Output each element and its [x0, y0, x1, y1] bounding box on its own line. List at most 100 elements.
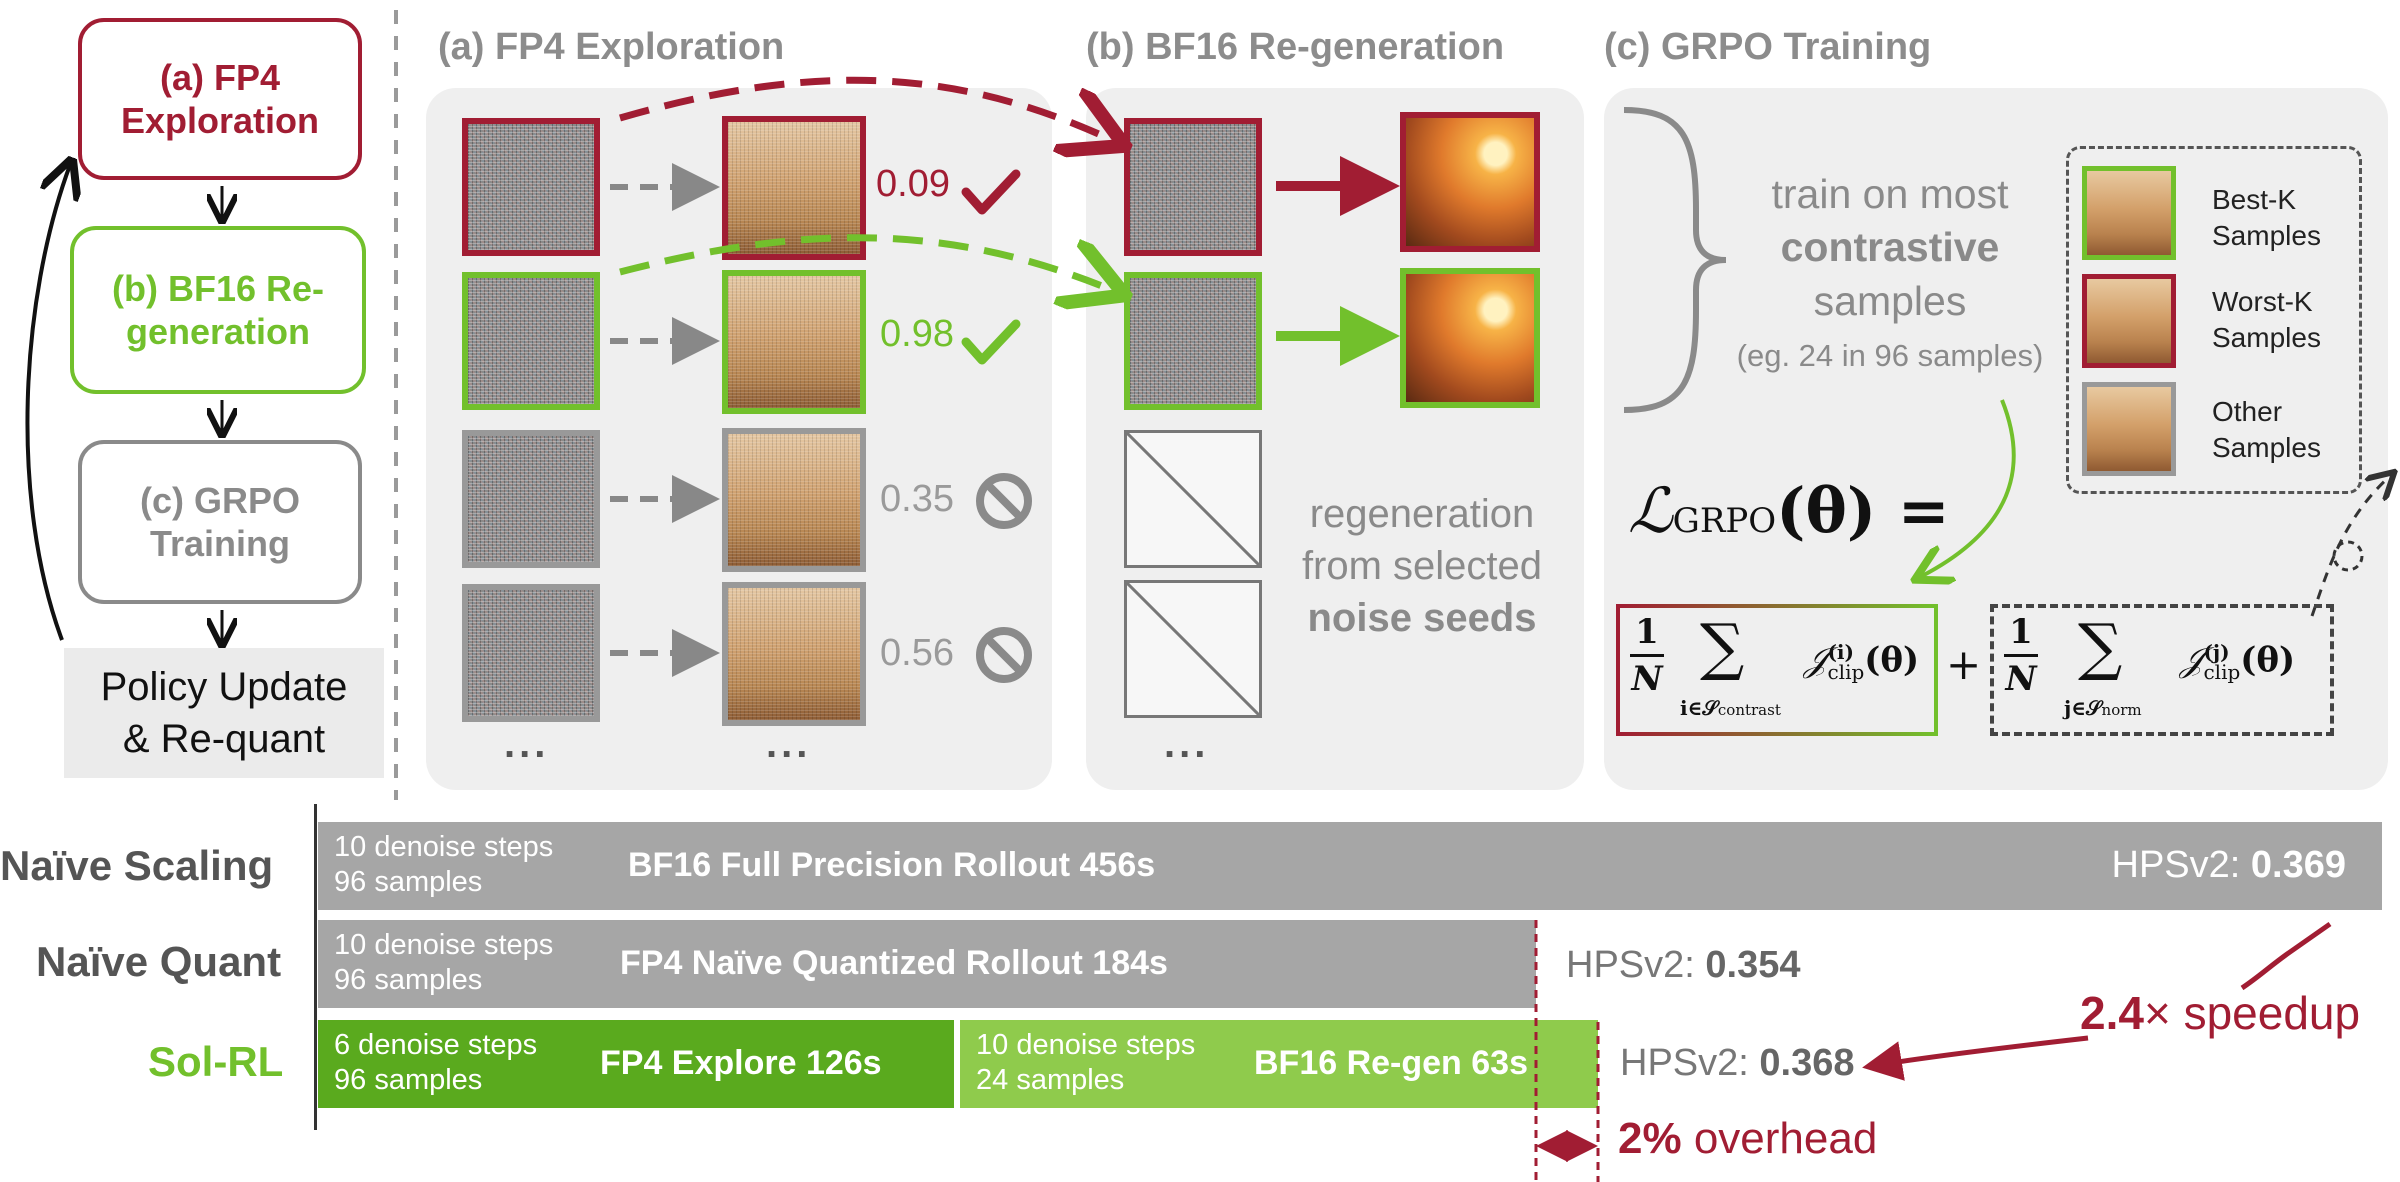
noise-seed-2 — [462, 272, 600, 410]
regeneration-caption-bold: noise seeds — [1307, 596, 1537, 640]
skipped-placeholder-1 — [1124, 430, 1262, 568]
loss-script-l: ℒ — [1628, 474, 1673, 547]
bar0-hps: HPSv2: 0.369 — [2112, 844, 2346, 887]
term1-j: 𝒥 — [1804, 640, 1828, 680]
overhead-text: overhead — [1681, 1114, 1878, 1163]
loop-back-arrow — [25, 165, 70, 641]
fp4-sample-image-4 — [722, 582, 866, 726]
term2-sum: ∑ — [2078, 610, 2123, 683]
row-label-naive-scaling: Naïve Scaling — [0, 842, 274, 889]
reward-score-1: 0.09 — [876, 163, 950, 205]
term2-denominator: N — [2005, 659, 2037, 699]
pipeline-step-a-label: (a) FP4 Exploration — [120, 56, 320, 141]
pipeline-step-fp4-exploration: (a) FP4 Exploration — [78, 18, 362, 180]
row2-hps-label: HPSv2: — [1620, 1042, 1760, 1084]
plus-sign: + — [1946, 640, 1982, 689]
bar2a-config: 6 denoise steps 96 samples — [334, 1028, 537, 1099]
fp4-sample-image-1 — [722, 116, 866, 260]
term1-arg: (θ) — [1864, 640, 1920, 680]
row1-hps: HPSv2: 0.354 — [1566, 944, 1800, 987]
bar1-samples: 96 samples — [334, 964, 483, 997]
selected-noise-seed-worst — [1124, 118, 1262, 256]
train-line1: train on most — [1771, 171, 2009, 217]
seed-reuse-arrow-best — [619, 234, 1112, 290]
term1-index-sub: contrast — [1717, 701, 1781, 719]
term1-clip: clip — [1827, 660, 1865, 684]
loss-subscript: GRPO — [1672, 501, 1777, 541]
contrast-link-arrow — [1922, 399, 2016, 576]
timeline-annotations — [1534, 920, 2332, 1182]
timeline-axis — [314, 804, 317, 1130]
panel-a-ellipsis-left: ... — [504, 722, 550, 766]
check-icon — [961, 169, 1021, 215]
pipeline-step-b-label: (b) BF16 Re- generation — [111, 267, 324, 352]
reward-score-4: 0.56 — [880, 632, 954, 674]
term2-j: 𝒥 — [2180, 640, 2204, 680]
check-icon — [961, 319, 1021, 365]
bar2b-title: BF16 Re-gen 63s — [1254, 1044, 1528, 1082]
term1-fraction-bar — [1630, 654, 1664, 657]
loss-links — [1600, 399, 2400, 617]
fp4-sample-image-3 — [722, 428, 866, 572]
legend-worst-k-swatch — [2082, 274, 2176, 368]
term2-fraction-bar — [2004, 654, 2038, 657]
row1-hps-value: 0.354 — [1705, 944, 1801, 986]
contrast-term-box — [1616, 604, 1938, 736]
train-line3: samples — [1813, 277, 1967, 324]
term1-index: i∈𝒮 — [1680, 696, 1718, 720]
bf16-regen-image-best — [1400, 268, 1540, 408]
bar2a-title: FP4 Explore 126s — [600, 1044, 882, 1082]
row-label-sol-rl: Sol-RL — [148, 1038, 284, 1085]
term2-clip: clip — [2203, 660, 2241, 684]
bar-fp4-naive-rollout: 10 denoise steps 96 samples FP4 Naïve Qu… — [318, 920, 1536, 1008]
loss-argument: (θ) = — [1776, 474, 1950, 547]
term1-objective: 𝒥(i)clip(θ) — [1804, 640, 1919, 682]
noise-seed-1 — [462, 118, 600, 256]
bar0-hps-label: HPSv2: — [2111, 844, 2251, 886]
overhead-value: 2% — [1618, 1114, 1682, 1163]
bar-bf16-regen: 10 denoise steps 24 samples BF16 Re-gen … — [960, 1020, 1598, 1108]
bar0-title: BF16 Full Precision Rollout 456s — [628, 846, 1156, 884]
bar0-steps: 10 denoise steps — [334, 831, 554, 863]
pipeline-arrows — [25, 10, 398, 800]
bar1-config: 10 denoise steps 96 samples — [334, 928, 553, 999]
term2-arg: (θ) — [2240, 640, 2296, 680]
term1-numerator: 1 — [1635, 612, 1659, 652]
noise-seed-3 — [462, 430, 600, 568]
term1-fraction: 1 N — [1630, 612, 1664, 699]
train-bold: contrastive — [1780, 224, 2000, 271]
selected-noise-seed-best — [1124, 272, 1262, 410]
bf16-regen-image-worst — [1400, 112, 1540, 252]
term2-objective: 𝒥(j)clip(θ) — [2180, 640, 2295, 682]
prohibited-icon — [976, 473, 1032, 529]
panel-b-ellipsis: ... — [1164, 722, 1210, 766]
fp4-sample-image-2 — [722, 270, 866, 414]
train-example: (eg. 24 in 96 samples) — [1736, 337, 2044, 373]
term2-fraction: 1 N — [2004, 612, 2038, 699]
reward-score-2: 0.98 — [880, 313, 954, 355]
term1-sum: ∑ — [1700, 610, 1745, 683]
speedup-value: 2.4 — [2080, 987, 2144, 1039]
row-label-naive-quant: Naïve Quant — [36, 938, 282, 985]
regeneration-caption: regeneration from selected noise seeds — [1262, 488, 1582, 644]
bar2a-samples: 96 samples — [334, 1064, 483, 1097]
cross-panel-arrows — [619, 76, 1400, 366]
regeneration-caption-line1: regeneration — [1309, 492, 1535, 536]
speedup-arrow-bottom — [1862, 1035, 2089, 1081]
bar-fp4-explore: 6 denoise steps 96 samples FP4 Explore 1… — [318, 1020, 954, 1108]
bar1-steps: 10 denoise steps — [334, 929, 554, 961]
noise-seed-4 — [462, 584, 600, 722]
bar-bf16-full-rollout: 10 denoise steps 96 samples BF16 Full Pr… — [318, 822, 2382, 910]
legend-best-k-swatch — [2082, 166, 2176, 260]
regeneration-caption-line2: from selected — [1301, 544, 1543, 588]
term2-sup: (j) — [2203, 640, 2230, 664]
dashed-gray-arrows — [610, 163, 720, 677]
term2-index-sub: norm — [2101, 701, 2142, 719]
term1-denominator: N — [1631, 659, 1663, 699]
row1-hps-label: HPSv2: — [1566, 944, 1706, 986]
legend-worst-k-label: Worst-K Samples — [2212, 286, 2321, 354]
loss-lhs: ℒGRPO(θ) = — [1628, 474, 1950, 547]
speedup-label: 2.4× speedup — [2080, 986, 2360, 1040]
bar1-title: FP4 Naïve Quantized Rollout 184s — [620, 944, 1168, 982]
panel-a-title: (a) FP4 Exploration — [438, 26, 785, 68]
